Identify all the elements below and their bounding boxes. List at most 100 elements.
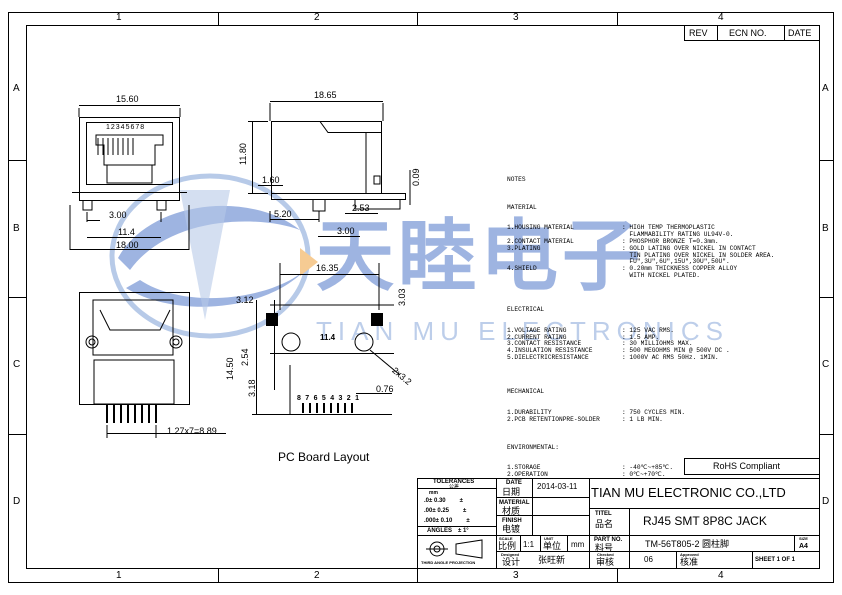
zone-row-d-left: D bbox=[13, 496, 21, 507]
note-value: : 1 LB MIN. bbox=[622, 415, 663, 423]
note-line: 1.VOLTAGE RATING : 125 VAC RMS. bbox=[507, 326, 774, 335]
note-line: 2.PCB RETENTIONPRE-SOLDER : 1 LB MIN. bbox=[507, 415, 774, 424]
zone-row-a-right: A bbox=[822, 83, 829, 94]
approved-cn: 核准 bbox=[680, 557, 699, 567]
dim-pcb-row: 2.54 bbox=[240, 348, 250, 366]
note-item: 2.CURRENT RATING bbox=[507, 333, 567, 341]
zone-col-2-top: 2 bbox=[314, 12, 320, 23]
dim-pcb-row2: 3.18 bbox=[247, 379, 257, 397]
unit-value: mm bbox=[571, 540, 585, 549]
title-cn: 品名 bbox=[595, 519, 614, 529]
tol-row: .0± 0.30 ± bbox=[424, 498, 463, 504]
note-line: TIN PLATING OVER NICKEL IN SOLDER AREA. bbox=[507, 252, 774, 260]
tol-value: 0.25 bbox=[437, 508, 449, 514]
pcb-pin-label: 6 bbox=[313, 395, 318, 402]
size-value: A4 bbox=[799, 543, 808, 550]
scale-cn: 比例 bbox=[498, 541, 517, 551]
notes-mechanical-list: 1.DURABILITY: 750 CYCLES MIN.2.PCB RETEN… bbox=[507, 408, 774, 424]
tol-pm: ± bbox=[463, 508, 467, 514]
dim-side-leg: 5.20 bbox=[274, 209, 292, 219]
date-header: DATE bbox=[788, 28, 812, 38]
note-item: 1.VOLTAGE RATING bbox=[507, 326, 567, 334]
note-line: 5.DIELECTRICRESISTANCE: 1000V AC RMS 50H… bbox=[507, 353, 774, 362]
dim-side-offset: 1.60 bbox=[262, 175, 280, 185]
note-item: 2.PCB RETENTIONPRE-SOLDER bbox=[507, 415, 600, 423]
dim-side-width: 18.65 bbox=[314, 90, 337, 100]
tol-prefix: .0± bbox=[424, 498, 433, 504]
pcb-pin-label: 4 bbox=[330, 395, 335, 402]
note-line: 3.PLATING: GOLD LATING OVER NICKEL IN CO… bbox=[507, 244, 774, 253]
zone-col-1-top: 1 bbox=[116, 12, 122, 23]
partno-value: TM-56T805-2 圆柱脚 bbox=[645, 539, 730, 549]
angles-label: ANGLES bbox=[427, 528, 453, 534]
projection-label: THIRD ANGLE PROJECTION bbox=[421, 560, 476, 565]
angles-value: ± 1° bbox=[458, 528, 469, 534]
note-value: : GOLD LATING OVER NICKEL IN CONTACT bbox=[622, 244, 756, 252]
note-value: : 1.5 AMP. bbox=[622, 333, 660, 341]
pcb-pin-label: 1 bbox=[355, 395, 359, 402]
tolerances-cn: 公差 bbox=[449, 484, 460, 490]
zone-col-3-bottom: 3 bbox=[513, 570, 519, 581]
rev-header: REV bbox=[689, 28, 708, 38]
note-value: : 500 MEGOHMS MIN @ 500V DC . bbox=[622, 347, 730, 355]
material-cn: 材质 bbox=[502, 506, 521, 516]
pcb-pin-label: 5 bbox=[321, 395, 326, 402]
watermark-en-text: TIAN MU ELECTRONICS bbox=[316, 316, 730, 346]
pin-numbers-front: 12345678 bbox=[106, 124, 146, 131]
notes-material-list: 1.HOUSING MATERIAL : HIGH TEMP THERMOPLAS… bbox=[507, 224, 774, 279]
dim-front-width: 15.60 bbox=[116, 94, 139, 104]
tol-value: 0.10 bbox=[440, 518, 453, 524]
note-line: 2.CURRENT RATING : 1.5 AMP. bbox=[507, 333, 774, 342]
notes-title: NOTES bbox=[507, 175, 526, 183]
note-line: 4.SHIELD : 0.20mm THICKNESS COPPER ALLOY bbox=[507, 265, 774, 273]
note-value: : -40℃~+85℃. bbox=[622, 464, 674, 472]
note-item: 4.SHIELD bbox=[507, 265, 537, 273]
note-value: : 30 MILLIOHMS MAX. bbox=[622, 340, 693, 348]
zone-row-c-left: C bbox=[13, 359, 21, 370]
tol-pm: ± bbox=[459, 498, 463, 504]
note-item: 1.HOUSING MATERIAL bbox=[507, 224, 574, 232]
zone-col-3-top: 3 bbox=[513, 12, 519, 23]
dim-pcb-left: 3.12 bbox=[236, 295, 254, 305]
zone-col-4-top: 4 bbox=[718, 12, 724, 23]
tolerances-label: TOLERANCES bbox=[433, 479, 475, 485]
notes-environmental-list: 1.STORAGE : -40℃~+85℃.2.OPERATION: 0℃~+70… bbox=[507, 464, 774, 479]
material-label: MATERIAL bbox=[499, 500, 530, 506]
dim-side-post: 3.00 bbox=[337, 226, 355, 236]
note-value: FU",3U",6U",15U",30U",50U". bbox=[622, 258, 730, 266]
note-item: 1.STORAGE bbox=[507, 464, 541, 472]
notes-environmental-head: ENVIRONMENTAL: bbox=[507, 443, 559, 451]
note-line: 2.OPERATION: 0℃~+70℃. bbox=[507, 471, 774, 479]
partno-cn: 料号 bbox=[595, 543, 614, 553]
note-value: : 125 VAC RMS. bbox=[622, 326, 674, 334]
notes-electrical-head: ELECTRICAL bbox=[507, 306, 545, 314]
date-value: 2014-03-11 bbox=[537, 482, 578, 491]
notes-electrical-list: 1.VOLTAGE RATING: 125 VAC RMS.2.CURRENT … bbox=[507, 326, 774, 362]
note-item: 3.CONTACT RESISTANCE bbox=[507, 340, 582, 348]
tol-row: .00± 0.25± bbox=[424, 508, 466, 514]
tol-value: 0.30 bbox=[433, 498, 446, 504]
note-value: : 1000V AC RMS 50Hz. 1MIN. bbox=[622, 353, 719, 361]
finish-cn: 电镀 bbox=[502, 524, 521, 534]
tol-mm: mm bbox=[429, 490, 438, 496]
note-item: 1.DURABILITY bbox=[507, 408, 552, 416]
note-line: 3.CONTACT RESISTANCE : 30 MILLIOHMS MAX. bbox=[507, 340, 774, 348]
pcb-pin-label: 3 bbox=[338, 395, 343, 402]
zone-col-4-bottom: 4 bbox=[718, 570, 724, 581]
scale-value: 1:1 bbox=[523, 540, 535, 549]
note-value: : HIGH TEMP THERMOPLASTIC bbox=[622, 224, 715, 232]
note-item: 4.INSULATION RESISTANCE bbox=[507, 347, 593, 355]
dim-pcb-right: 3.03 bbox=[397, 288, 407, 306]
note-value: : PHOSPHOR BRONZE T=0.3mm. bbox=[622, 237, 719, 245]
note-item: 2.OPERATION bbox=[507, 471, 548, 479]
zone-col-1-bottom: 1 bbox=[116, 570, 122, 581]
dim-front-post: 3.00 bbox=[109, 210, 127, 220]
note-value: : 0.20mm THICKNESS COPPER ALLOY bbox=[622, 265, 738, 273]
pcb-pin-label: 8 bbox=[297, 395, 301, 402]
note-line: 1.HOUSING MATERIAL : HIGH TEMP THERMOPLAS… bbox=[507, 224, 774, 232]
dim-pcb-pad: 0.76 bbox=[376, 384, 394, 394]
designed-cn: 设计 bbox=[502, 557, 521, 567]
zone-row-a-left: A bbox=[13, 83, 20, 94]
partno-label: PART NO. bbox=[594, 537, 623, 543]
